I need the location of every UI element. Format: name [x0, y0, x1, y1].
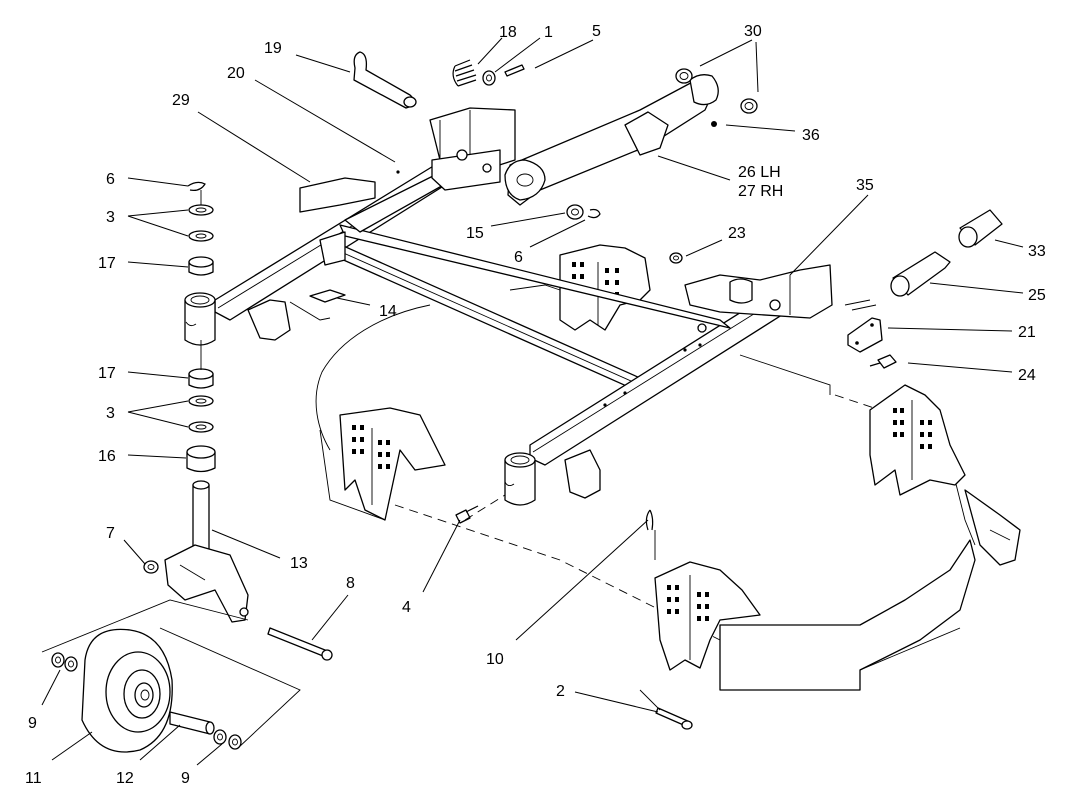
callout-11: 11 — [25, 770, 42, 787]
callout-9-right: 9 — [181, 770, 190, 787]
callout-30: 30 — [744, 23, 762, 40]
torsion-spring — [452, 59, 477, 87]
clip-6-left — [187, 181, 206, 191]
callout-36: 36 — [802, 127, 820, 144]
bushing-17-upper — [188, 256, 214, 276]
lift-bracket-front — [429, 107, 516, 191]
callout-33: 33 — [1028, 243, 1046, 260]
assembly-lines — [41, 190, 661, 749]
callout-3-upper: 3 — [106, 209, 115, 226]
callout-18: 18 — [499, 24, 517, 41]
caster-wheel-11 — [81, 628, 173, 753]
spacer-16 — [186, 445, 216, 473]
bolt-4 — [455, 505, 479, 524]
washer-3-upper — [188, 204, 214, 242]
callout-6-left: 6 — [106, 171, 115, 188]
bolt-2 — [655, 707, 693, 730]
callout-35: 35 — [856, 177, 874, 194]
callout-2: 2 — [556, 683, 565, 700]
callout-9-left: 9 — [28, 715, 37, 732]
callout-27-rh: 27 RH — [738, 183, 783, 200]
caster-fork-13 — [164, 480, 249, 623]
bolt-24 — [869, 354, 897, 369]
nut-7 — [143, 560, 159, 574]
callout-23: 23 — [728, 225, 746, 242]
lift-pin — [353, 51, 417, 109]
callout-19: 19 — [264, 40, 282, 57]
callout-17-upper: 17 — [98, 255, 116, 272]
callout-8: 8 — [346, 575, 355, 592]
callout-4: 4 — [402, 599, 411, 616]
callout-21: 21 — [1018, 324, 1036, 341]
callout-20: 20 — [227, 65, 245, 82]
lift-arm — [504, 74, 719, 206]
baffle-front — [654, 561, 761, 671]
callout-24: 24 — [1018, 367, 1036, 384]
callout-12: 12 — [116, 770, 134, 787]
baffle-left — [339, 407, 446, 521]
cotter-pin-5 — [504, 64, 525, 77]
leader-lines — [41, 37, 1024, 766]
callout-26-lh: 26 LH — [738, 164, 781, 181]
washer-15 — [566, 204, 584, 220]
small-plate — [309, 289, 346, 303]
nut-23 — [669, 252, 683, 264]
main-frame — [214, 164, 816, 499]
callout-14: 14 — [379, 303, 397, 320]
callout-3-lower: 3 — [106, 405, 115, 422]
callout-5: 5 — [592, 23, 601, 40]
washer-3-lower — [188, 395, 214, 433]
washer-9-left — [51, 652, 78, 672]
callout-17-lower: 17 — [98, 365, 116, 382]
hairpin-10 — [645, 509, 654, 531]
callout-15: 15 — [466, 225, 484, 242]
callout-1: 1 — [544, 24, 553, 41]
washer-9-right — [213, 729, 242, 750]
mount-plate-21 — [844, 299, 883, 353]
callout-16: 16 — [98, 448, 116, 465]
lift-bracket-rear — [684, 264, 833, 333]
caster-pivot-tube-right — [504, 452, 536, 506]
tube-33 — [958, 209, 1003, 248]
caster-pivot-tube-left — [184, 292, 216, 346]
bushing-30a — [675, 68, 693, 84]
callout-6-right: 6 — [514, 249, 523, 266]
callout-13: 13 — [290, 555, 308, 572]
washer-1 — [482, 70, 496, 86]
callout-29: 29 — [172, 92, 190, 109]
wheel-spacer-12 — [169, 711, 215, 735]
callout-7: 7 — [106, 525, 115, 542]
bushing-30b — [740, 98, 758, 114]
mower-deck-shell — [315, 284, 1021, 691]
tube-25 — [890, 251, 951, 297]
deflector-plate — [299, 177, 376, 213]
callout-25: 25 — [1028, 287, 1046, 304]
clip-6-right — [587, 208, 601, 219]
axle-bolt-8 — [267, 627, 333, 661]
callout-10: 10 — [486, 651, 504, 668]
bushing-17-lower — [188, 368, 214, 389]
baffle-right — [869, 384, 966, 496]
